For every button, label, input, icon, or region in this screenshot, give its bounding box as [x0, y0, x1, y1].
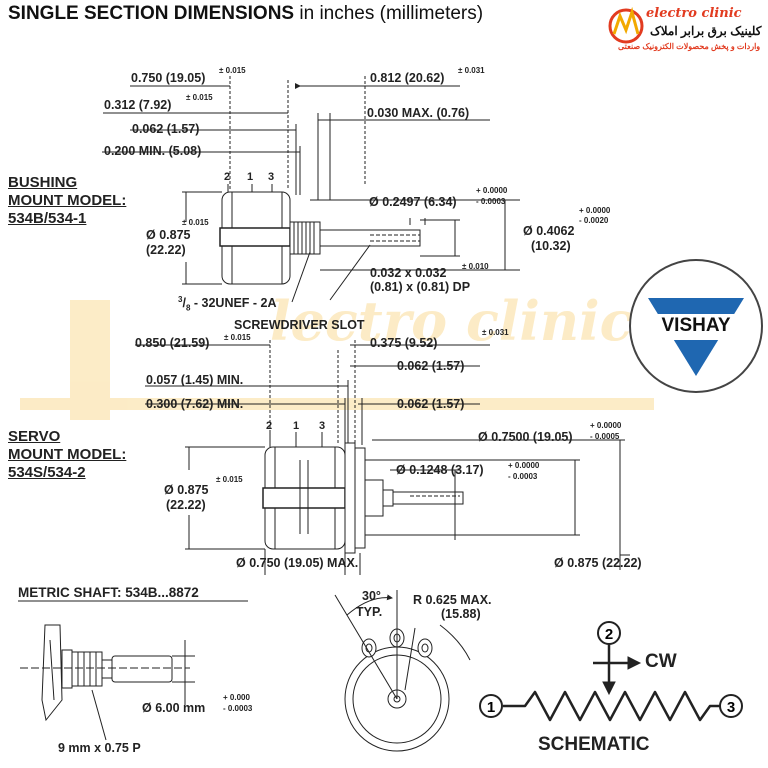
vishay-badge-icon [629, 259, 763, 393]
dia-04062-mm: (10.32) [531, 239, 571, 253]
slot-mm: (0.81) x (0.81) DP [370, 280, 471, 294]
shaft-dia: Ø 0.2497 (6.34) [369, 195, 457, 209]
screwdriver-slot-label: SCREWDRIVER SLOT [234, 318, 365, 332]
bushing-terminal-2: 2 [224, 171, 231, 183]
front-radius: R 0.625 MAX. [413, 593, 492, 607]
dim-0812: 0.812 (20.62) [370, 71, 445, 85]
dim-0057: 0.057 (1.45) MIN. [146, 373, 244, 387]
tol-0850: ± 0.015 [224, 333, 251, 342]
metric-shaft-heading: METRIC SHAFT: 534B...8872 [18, 585, 199, 600]
dim-0062: 0.062 (1.57) [132, 122, 200, 136]
servo-heading-line-2: MOUNT MODEL: [8, 446, 127, 463]
dim-0062-b: 0.062 (1.57) [397, 397, 465, 411]
bushing-tol-0875: ± 0.015 [182, 218, 209, 227]
dia-01248: Ø 0.1248 (3.17) [396, 463, 484, 477]
dim-0312: 0.312 (7.92) [104, 98, 172, 112]
tol-0375: ± 0.031 [482, 328, 509, 337]
schematic-pin-2: 2 [605, 626, 613, 643]
thread-spec: 3/8 - 32UNEF - 2A [178, 295, 277, 313]
servo-terminal-1: 1 [293, 420, 300, 432]
schematic-label: SCHEMATIC [538, 734, 650, 755]
front-angle-label: TYP. [356, 605, 383, 619]
dia-0750-max: Ø 0.750 (19.05) MAX. [236, 556, 359, 570]
tol-01248-minus: - 0.0003 [508, 472, 538, 481]
shaft-tol-minus: - 0.0003 [476, 197, 506, 206]
slot-tol: ± 0.010 [462, 262, 489, 271]
brand-name-fa: کلینیک برق برابر املاک [650, 24, 762, 38]
dim-0062-a: 0.062 (1.57) [397, 359, 465, 373]
tol-07500-plus: + 0.0000 [590, 421, 622, 430]
servo-model-heading: SERVO MOUNT MODEL: 534S/534-2 [8, 428, 126, 482]
bushing-heading-line-3: 534B/534-1 [8, 210, 87, 227]
metric-dia-6: Ø 6.00 mm [142, 701, 206, 715]
servo-dia-0875-mm: (22.22) [166, 498, 206, 512]
bushing-terminal-3: 3 [268, 171, 275, 183]
metric-thread: 9 mm x 0.75 P [58, 741, 141, 755]
electro-clinic-mark-icon [608, 6, 644, 44]
tol-0812: ± 0.031 [458, 66, 485, 75]
vishay-wordmark: VISHAY [661, 315, 731, 336]
thread-numerator: 3 [178, 295, 183, 304]
bushing-terminal-1: 1 [247, 171, 254, 183]
tol-01248-plus: + 0.0000 [508, 461, 540, 470]
watermark: lectro clinic [20, 289, 654, 420]
bushing-dia-0875: Ø 0.875 [146, 228, 191, 242]
dim-0300: 0.300 (7.62) MIN. [146, 397, 244, 411]
tol-07500-minus: - 0.0005 [590, 432, 620, 441]
tol-0750: ± 0.015 [219, 66, 246, 75]
front-angle: 30° [362, 589, 381, 603]
tol-0312: ± 0.015 [186, 93, 213, 102]
dia-04062: Ø 0.4062 [523, 224, 575, 238]
page-title: SINGLE SECTION DIMENSIONS in inches (mil… [8, 3, 483, 25]
bushing-dia-0875-mm: (22.22) [146, 243, 186, 257]
bushing-heading-line-1: BUSHING [8, 174, 78, 191]
electro-clinic-logo: electro clinic کلینیک برق برابر املاک وا… [606, 4, 764, 64]
thread-denominator: 8 [185, 303, 191, 313]
bushing-heading-line-2: MOUNT MODEL: [8, 192, 127, 209]
title-main: SINGLE SECTION DIMENSIONS [8, 3, 295, 24]
servo-tol-0875: ± 0.015 [216, 475, 243, 484]
metric-tol-plus: + 0.000 [223, 693, 250, 702]
servo-heading-line-3: 534S/534-2 [8, 464, 86, 481]
servo-dia-0875: Ø 0.875 [164, 483, 209, 497]
metric-tol-minus: - 0.0003 [223, 704, 253, 713]
dim-0030: 0.030 MAX. (0.76) [367, 106, 470, 120]
schematic-cw: CW [645, 651, 677, 672]
title-units: in inches (millimeters) [299, 3, 484, 24]
front-radius-mm: (15.88) [441, 607, 481, 621]
dim-0875-bottom: Ø 0.875 (22.22) [554, 556, 642, 570]
brand-tagline-fa: واردات و پخش محصولات الکترونیک صنعتی [618, 42, 761, 51]
bushing-model-heading: BUSHING MOUNT MODEL: 534B/534-1 [8, 174, 126, 228]
servo-terminal-3: 3 [319, 420, 326, 432]
vishay-logo: VISHAY [628, 258, 764, 394]
dim-0200: 0.200 MIN. (5.08) [104, 144, 202, 158]
brand-name-en: electro clinic [646, 6, 742, 21]
thread-rest: - 32UNEF - 2A [193, 296, 277, 311]
schematic-pin-3: 3 [727, 699, 735, 716]
slot-dim: 0.032 x 0.032 [370, 266, 447, 280]
dim-0750: 0.750 (19.05) [131, 71, 206, 85]
servo-terminal-2: 2 [266, 420, 273, 432]
dia-07500: Ø 0.7500 (19.05) [478, 430, 573, 444]
servo-heading-line-1: SERVO [8, 428, 61, 445]
dim-0375: 0.375 (9.52) [370, 336, 438, 350]
dim-0850: 0.850 (21.59) [135, 336, 210, 350]
tol-04062-minus: - 0.0020 [579, 216, 609, 225]
schematic-pin-1: 1 [487, 699, 495, 716]
shaft-tol-plus: + 0.0000 [476, 186, 508, 195]
tol-04062-plus: + 0.0000 [579, 206, 611, 215]
